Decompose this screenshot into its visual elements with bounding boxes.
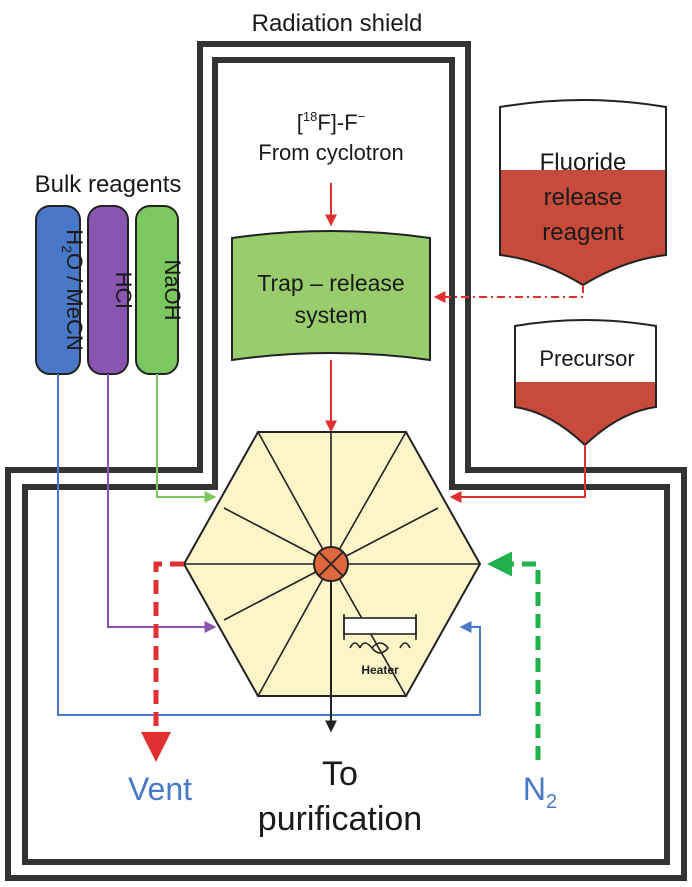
line-fluoride-release-reagent <box>433 285 584 303</box>
trap-release-system <box>231 230 431 362</box>
vent-line <box>141 561 184 762</box>
purification-label-2: purification <box>258 800 422 838</box>
heater-label: Heater <box>361 663 399 677</box>
n2-label: N2 <box>523 771 557 813</box>
line-h2o-mecn <box>57 374 481 716</box>
reagent-column-naoh: NaOH <box>135 205 185 375</box>
fluoride-release-label-3: reagent <box>542 219 624 246</box>
heater <box>343 614 417 654</box>
fluoride-release-reagent-vessel <box>499 99 667 287</box>
fluoride-source-origin-label: From cyclotron <box>258 140 403 165</box>
precursor-vessel <box>514 319 657 447</box>
fluoride-source-label: [18F]-F− <box>297 109 366 135</box>
reagent-column-h2o-mecn: H2O / MeCN <box>35 205 87 375</box>
line-hcl <box>107 374 217 633</box>
vent-label: Vent <box>128 771 192 807</box>
reagent-naoh-label: NaOH <box>160 259 185 320</box>
bulk-reagents-label: Bulk reagents <box>35 171 182 198</box>
precursor-label: Precursor <box>539 346 634 371</box>
fluoride-release-label-1: Fluoride <box>540 149 627 176</box>
reagent-column-hcl: HCl <box>87 205 136 375</box>
trap-release-label-2: system <box>295 302 368 328</box>
purification-label-1: To <box>322 755 358 793</box>
reagent-hcl-label: HCl <box>111 272 136 309</box>
n2-line <box>487 551 541 760</box>
line-precursor <box>449 445 586 503</box>
rotor-valve <box>313 546 349 582</box>
trap-release-label-1: Trap – release <box>257 270 404 296</box>
radiation-shield-label: Radiation shield <box>252 10 423 37</box>
fluoride-release-label-2: release <box>544 184 623 211</box>
radiation-shield <box>5 41 687 881</box>
line-naoh <box>156 374 217 503</box>
reagent-h2o-mecn-label: H2O / MeCN <box>59 229 87 350</box>
